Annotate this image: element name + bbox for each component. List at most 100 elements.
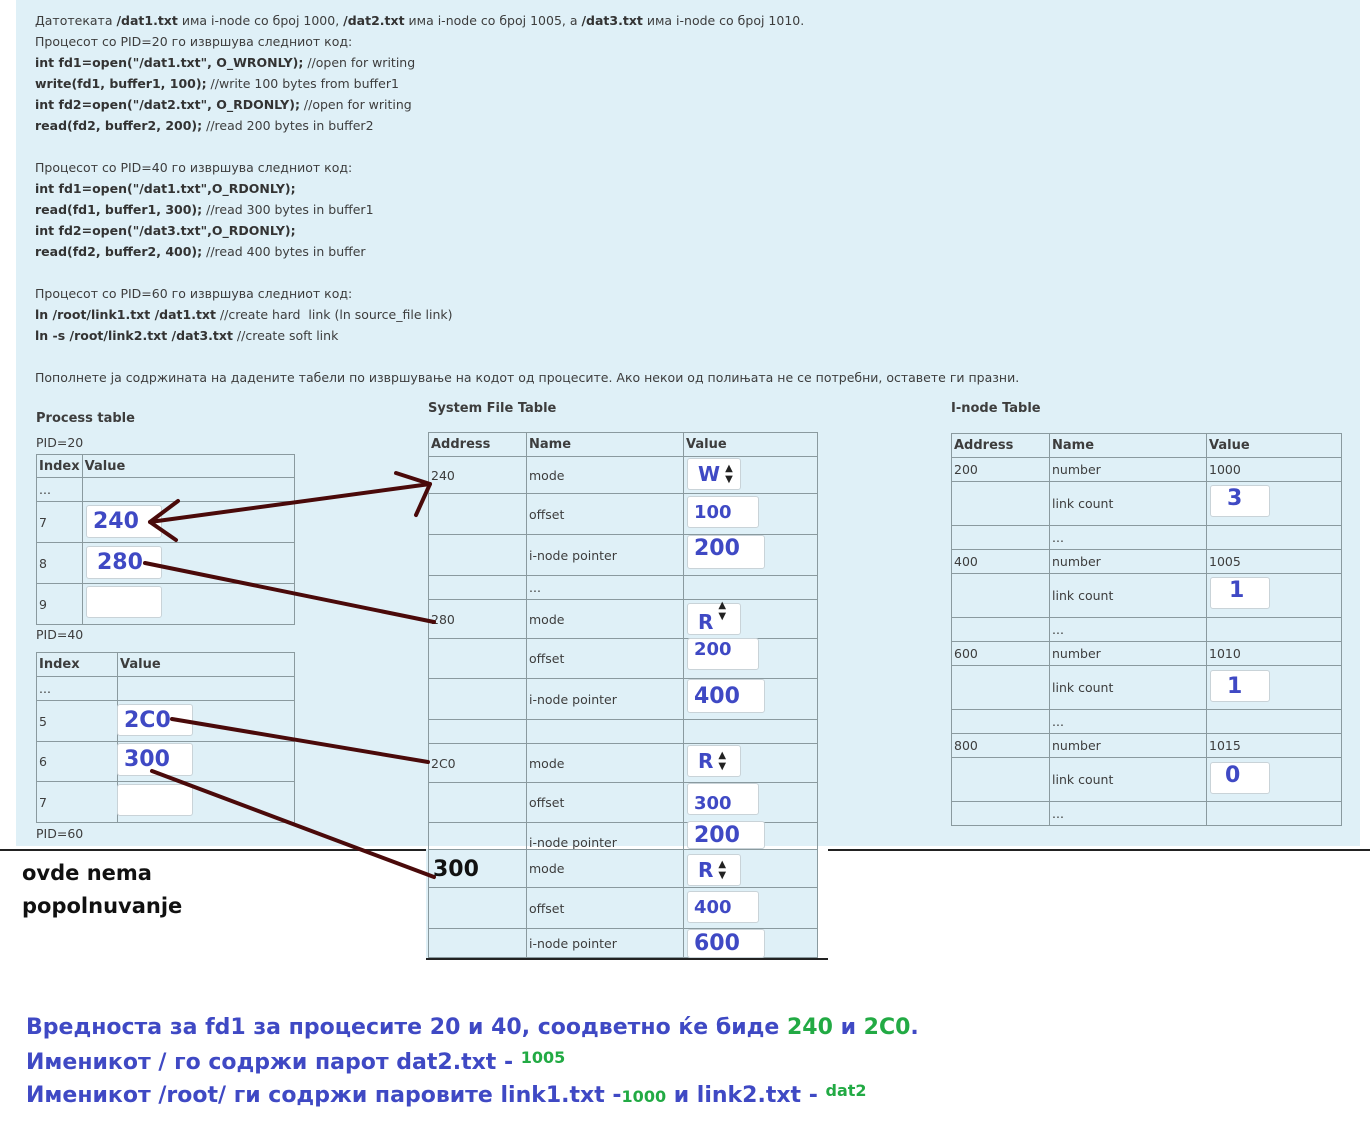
label-link-count: link count <box>1049 665 1207 710</box>
col-name: Name <box>1049 433 1207 458</box>
pid40-fd-7-input[interactable] <box>117 784 193 816</box>
code: ln /root/link1.txt /dat1.txt <box>35 307 216 322</box>
code: int fd2=open("/dat2.txt", O_RDONLY); <box>35 97 300 112</box>
code: read(fd1, buffer1, 300); <box>35 202 203 217</box>
arrow-2c0-line <box>170 717 430 764</box>
mode-value: R <box>698 610 714 634</box>
code: write(fd1, buffer1, 100); <box>35 76 207 91</box>
label-offset: offset <box>526 638 684 679</box>
no-fill-note: ovde nema popolnuvanje <box>22 857 182 923</box>
sft-title: System File Table <box>428 401 557 416</box>
sft-300-offset-input[interactable]: 400 <box>687 891 759 923</box>
comment: //open for writing <box>299 97 412 112</box>
comment: //read 300 bytes in buffer1 <box>202 202 374 217</box>
pid60-label: PID=60 <box>36 826 84 841</box>
label-link-count: link count <box>1049 481 1207 526</box>
inode-address: 400 <box>951 549 1050 574</box>
arrow-240-line <box>148 482 432 524</box>
pid20-fd-9-input[interactable] <box>86 586 162 618</box>
sft-2c0-inode-input[interactable]: 200 <box>687 821 765 849</box>
ellipsis: ... <box>36 477 83 502</box>
text: има i-node со број 1010. <box>642 13 805 28</box>
comment: //create soft link <box>232 328 339 343</box>
pid20-heading: Процесот со PID=20 го извршува следниот … <box>35 34 353 49</box>
label-link-count: link count <box>1049 573 1207 618</box>
col-value: Value <box>117 652 295 677</box>
sft-240-offset-input[interactable]: 100 <box>687 496 759 528</box>
code: int fd2=open("/dat3.txt",O_RDONLY); <box>35 223 296 238</box>
separator-line <box>0 849 426 851</box>
filename: /dat2.txt <box>343 13 405 28</box>
sft-280-offset-input[interactable]: 200 <box>687 638 759 670</box>
inode-200-link-input[interactable]: 3 <box>1210 485 1270 517</box>
sft-2c0-offset-input[interactable]: 300 <box>687 783 759 815</box>
sft-address: 280 <box>428 599 527 639</box>
label-mode: mode <box>526 456 684 494</box>
text: и link2.txt - <box>666 1083 826 1108</box>
inode-800-link-input[interactable]: 0 <box>1210 762 1270 794</box>
code: read(fd2, buffer2, 400); <box>35 244 203 259</box>
divider <box>426 958 828 960</box>
row-index: 9 <box>36 583 83 625</box>
arrow-280-line <box>143 561 436 624</box>
process-table-title: Process table <box>36 411 135 426</box>
answer-value: 240 <box>786 1015 833 1040</box>
sft-240-mode-select[interactable]: W▲▼ <box>687 458 741 490</box>
text: Именикот /root/ ги содржи паровите link1… <box>26 1083 622 1108</box>
pid20-fd-7-input[interactable]: 240 <box>86 505 162 538</box>
inode-table-title: I-node Table <box>951 401 1041 416</box>
text: . <box>910 1015 919 1040</box>
code: ln -s /root/link2.txt /dat3.txt <box>35 328 233 343</box>
comment: //read 200 bytes in buffer2 <box>202 118 374 133</box>
text: има i-node со број 1005, а <box>404 13 582 28</box>
answer-line-3: Именикот /root/ ги содржи паровите link1… <box>26 1081 867 1108</box>
sft-300-mode-select[interactable]: R▲▼ <box>687 854 741 886</box>
text: и <box>832 1015 864 1040</box>
code: int fd1=open("/dat1.txt",O_RDONLY); <box>35 181 296 196</box>
ellipsis: ... <box>1049 801 1207 826</box>
col-value: Value <box>683 432 818 457</box>
answer-value: dat2 <box>825 1081 867 1100</box>
answer-line-1: Вредноста за fd1 за процесите 20 и 40, с… <box>26 1015 919 1040</box>
arrow-head-left <box>148 499 180 542</box>
note-line: ovde nema <box>22 861 152 885</box>
col-address: Address <box>951 433 1050 458</box>
select-arrow-icon: ▲▼ <box>718 859 727 881</box>
col-index: Index <box>36 454 83 478</box>
comment: //read 400 bytes in buffer <box>202 244 366 259</box>
sft-address-300: 300 <box>433 857 479 882</box>
text: има i-node со број 1000, <box>177 13 344 28</box>
code: read(fd2, buffer2, 200); <box>35 118 203 133</box>
pid40-label: PID=40 <box>36 627 84 642</box>
answer-value: 2C0 <box>863 1015 911 1040</box>
col-value: Value <box>1206 433 1342 458</box>
ellipsis: ... <box>36 676 118 701</box>
answer-line-2: Именикот / го содржи парот dat2.txt - 10… <box>26 1048 565 1075</box>
question-text: Датотеката /dat1.txt има i-node со број … <box>35 10 1335 388</box>
sft-240-inode-input[interactable]: 200 <box>687 535 765 569</box>
inode-400-link-input[interactable]: 1 <box>1210 577 1270 609</box>
mode-value: R <box>698 749 714 773</box>
text: Именикот / го содржи парот dat2.txt - <box>26 1050 521 1075</box>
sft-address: 240 <box>428 456 527 494</box>
row-index: 7 <box>36 501 83 543</box>
ellipsis: ... <box>1049 617 1207 642</box>
pid60-heading: Процесот со PID=60 го извршува следниот … <box>35 286 353 301</box>
arrow-head-right <box>394 471 432 517</box>
sft-300-inode-input[interactable]: 600 <box>687 929 765 958</box>
comment: //write 100 bytes from buffer1 <box>206 76 399 91</box>
select-arrow-icon: ▲▼ <box>725 463 733 485</box>
code: int fd1=open("/dat1.txt", O_WRONLY); <box>35 55 304 70</box>
inode-600-link-input[interactable]: 1 <box>1210 670 1270 702</box>
sft-280-inode-input[interactable]: 400 <box>687 679 765 713</box>
inode-number: 1015 <box>1206 733 1342 758</box>
text: Вредноста за fd1 за процесите 20 и 40, с… <box>26 1015 787 1040</box>
filename: /dat3.txt <box>581 13 643 28</box>
note-line: popolnuvanje <box>22 894 183 918</box>
arrow-300-line <box>150 769 436 879</box>
sft-280-mode-select[interactable]: R▲▼ <box>687 600 741 635</box>
sft-2c0-mode-select[interactable]: R▲▼ <box>687 745 741 777</box>
